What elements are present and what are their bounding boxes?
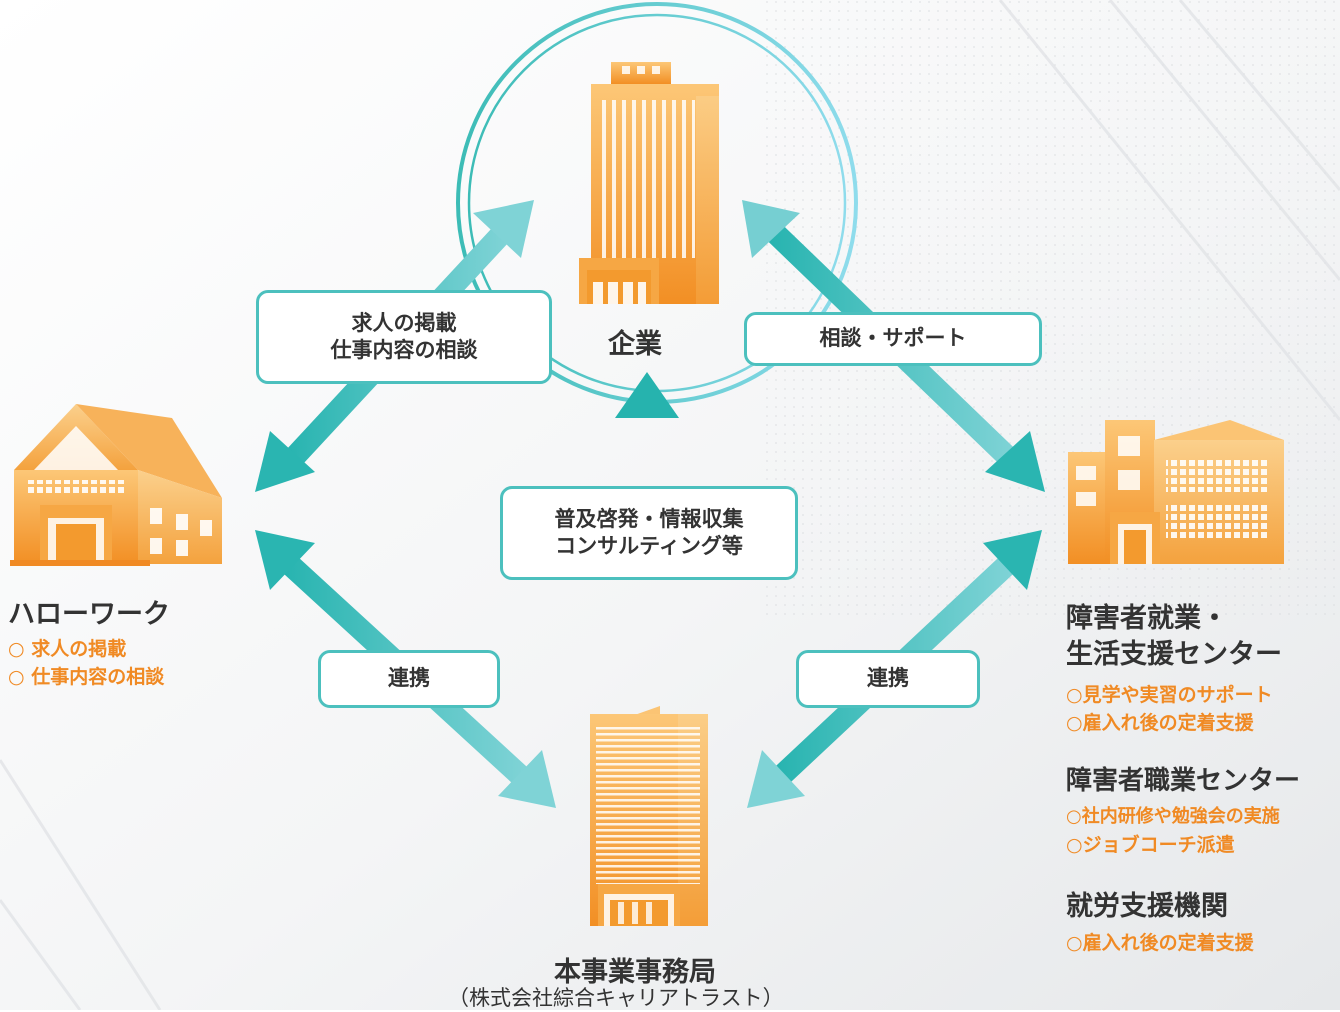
vocational-center-name: 障害者職業センター — [1066, 766, 1301, 796]
edge-label-company-support: 相談・サポート — [744, 312, 1042, 366]
secretariat-sub: （株式会社綜合キャリアトラスト） — [448, 986, 784, 1010]
company-name: 企業 — [608, 329, 662, 360]
vocational-center-bullet: ○社内研修や勉強会の実施 — [1066, 806, 1280, 827]
edge-label-line: 相談・サポート — [819, 326, 967, 351]
support-center-name: 生活支援センター — [1066, 639, 1282, 670]
edge-label-secretariat-support: 連携 — [796, 650, 980, 708]
hellowork-name: ハローワーク — [8, 599, 170, 630]
edge-label-line: 普及啓発・情報収集 — [554, 506, 744, 531]
hellowork-bullet: ○ 仕事内容の相談 — [8, 666, 165, 688]
hellowork-bullet: ○ 求人の掲載 — [8, 638, 127, 660]
edge-label-line: 求人の掲載 — [351, 310, 457, 335]
support-center-bullet: ○見学や実習のサポート — [1066, 684, 1273, 706]
edge-label-line: 仕事内容の相談 — [330, 338, 478, 362]
employment-agency-bullet: ○雇入れ後の定着支援 — [1066, 932, 1254, 954]
edge-label-company-hellowork: 求人の掲載 仕事内容の相談 — [256, 290, 552, 384]
edge-label-line: 連携 — [388, 666, 430, 691]
office-tower-icon — [579, 62, 719, 304]
public-office-building-icon — [10, 404, 222, 566]
highrise-building-icon — [590, 706, 708, 926]
support-center-name: 障害者就業・ — [1066, 603, 1228, 634]
edge-label-line: コンサルティング等 — [555, 534, 743, 558]
edge-label-secretariat-company: 普及啓発・情報収集 コンサルティング等 — [500, 486, 798, 580]
vocational-center-bullet: ○ジョブコーチ派遣 — [1066, 834, 1235, 856]
edge-label-secretariat-hellowork: 連携 — [318, 650, 500, 708]
secretariat-name: 本事業事務局 — [554, 957, 716, 988]
edge-label-line: 連携 — [867, 666, 909, 691]
school-building-icon — [1068, 420, 1284, 564]
employment-agency-name: 就労支援機関 — [1066, 891, 1228, 922]
support-center-bullet: ○雇入れ後の定着支援 — [1066, 712, 1254, 734]
